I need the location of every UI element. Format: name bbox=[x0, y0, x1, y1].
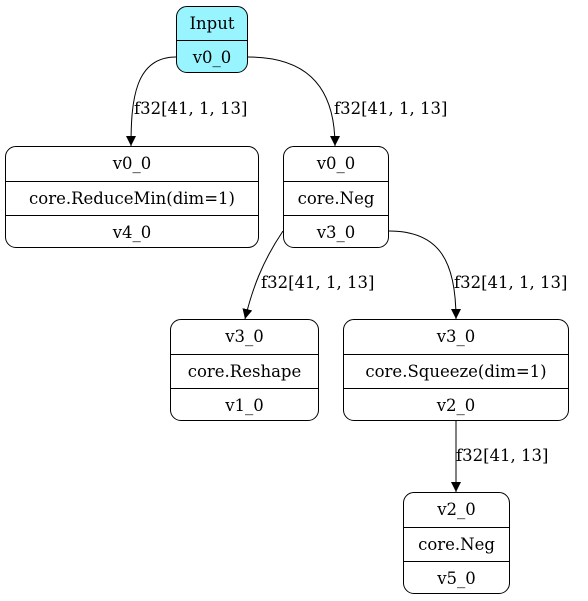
input-node: Input v0_0 bbox=[176, 6, 248, 73]
edge-label-squeeze-to-neg2: f32[41, 13] bbox=[456, 446, 549, 465]
edge-neg1-to-reshape bbox=[242, 230, 284, 320]
node-input-label: v2_0 bbox=[437, 500, 476, 519]
node-op-label: core.Squeeze(dim=1) bbox=[344, 354, 568, 388]
node-op-label: core.Neg bbox=[404, 527, 509, 561]
reshape-node: v3_0 core.Reshape v1_0 bbox=[170, 319, 319, 421]
edge-input-to-neg1 bbox=[247, 56, 340, 147]
edge-label-neg1-to-reshape: f32[41, 1, 13] bbox=[261, 273, 375, 292]
edge-label-input-to-neg1: f32[41, 1, 13] bbox=[334, 99, 448, 118]
squeeze-node: v3_0 core.Squeeze(dim=1) v2_0 bbox=[343, 319, 569, 421]
node-op-label: core.Neg bbox=[284, 181, 388, 215]
node-input-label: v3_0 bbox=[225, 327, 264, 346]
neg-node-1: v0_0 core.Neg v3_0 bbox=[283, 146, 389, 248]
reducemin-node: v0_0 core.ReduceMin(dim=1) v4_0 bbox=[5, 146, 259, 248]
node-output-label: v1_0 bbox=[171, 388, 318, 420]
node-output-label: v5_0 bbox=[404, 561, 509, 593]
input-node-output: v0_0 bbox=[177, 40, 247, 72]
edge-input-to-reducemin bbox=[126, 56, 177, 147]
input-node-title: Input bbox=[189, 14, 235, 33]
edge-label-neg1-to-squeeze: f32[41, 1, 13] bbox=[454, 273, 568, 292]
edge-neg1-to-squeeze bbox=[388, 230, 461, 320]
node-output-label: v2_0 bbox=[344, 388, 568, 420]
node-input-label: v0_0 bbox=[316, 154, 356, 173]
node-output-label: v3_0 bbox=[284, 215, 388, 247]
node-op-label: core.Reshape bbox=[171, 354, 318, 388]
node-input-label: v0_0 bbox=[112, 154, 152, 173]
neg-node-2: v2_0 core.Neg v5_0 bbox=[403, 492, 510, 594]
edge-label-input-to-reducemin: f32[41, 1, 13] bbox=[134, 99, 248, 118]
node-input-label: v3_0 bbox=[436, 327, 476, 346]
node-output-label: v4_0 bbox=[6, 215, 258, 247]
node-op-label: core.ReduceMin(dim=1) bbox=[6, 181, 258, 215]
